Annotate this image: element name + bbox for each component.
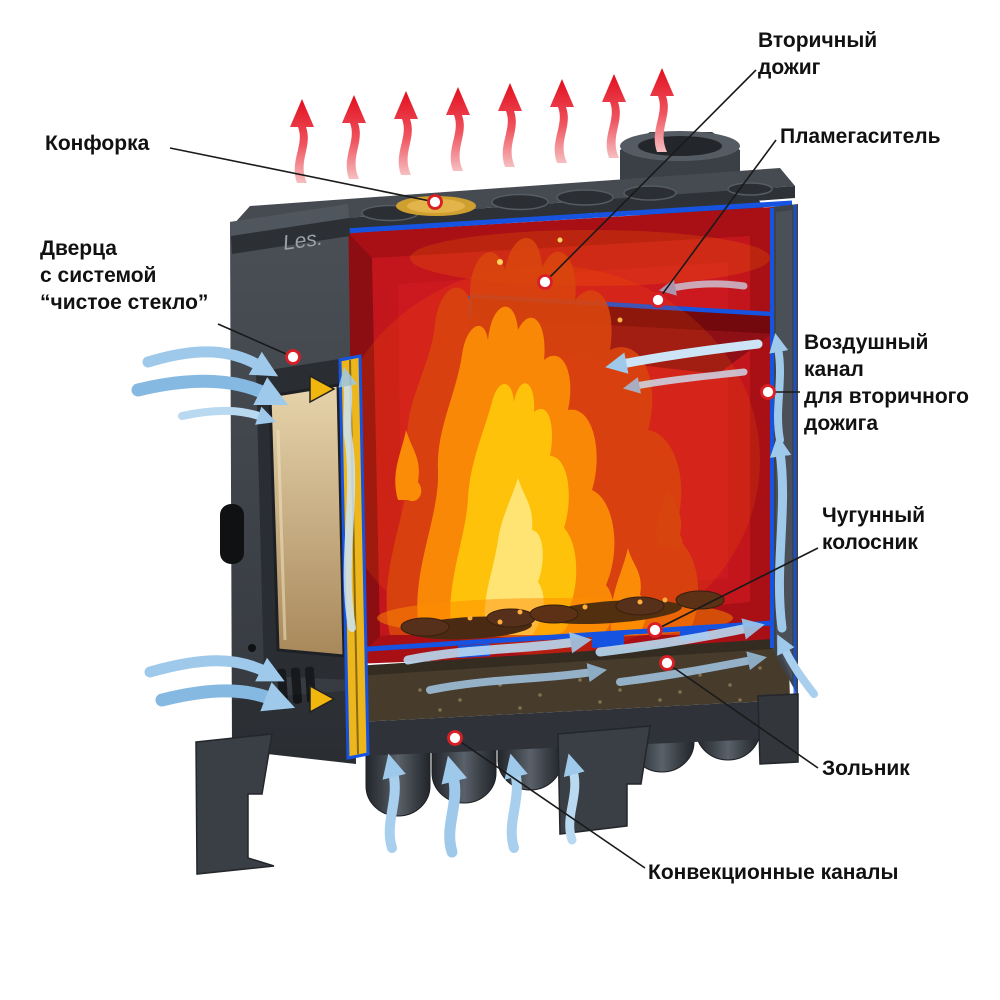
- stove-legs: [195, 693, 799, 875]
- label-flame-arrester: Пламегаситель: [780, 125, 941, 148]
- label-cooktop-burner: Конфорка: [45, 132, 150, 155]
- anchor-dots: [285, 194, 776, 746]
- label-cast-iron-grate: Чугунный колосник: [822, 504, 926, 554]
- brand-text: Les.: [281, 227, 324, 255]
- ash-pan-area: [355, 638, 790, 722]
- label-secondary-afterburn: Вторичный дожиг: [758, 29, 878, 79]
- label-secondary-air-channel: Воздушный канал для вторичного дожига: [804, 331, 969, 435]
- label-ash-pan: Зольник: [822, 757, 910, 780]
- grate-and-embers: [351, 590, 789, 658]
- label-door-clean-glass: Дверца с системой “чистое стекло”: [40, 237, 209, 314]
- door-hinge: [220, 504, 244, 564]
- bottom-band: [358, 700, 790, 756]
- air-arrows: [131, 279, 818, 858]
- label-convection-channels: Конвекционные каналы: [648, 861, 899, 884]
- stove-front: Les.: [220, 204, 356, 764]
- heat-arrows: [290, 68, 674, 183]
